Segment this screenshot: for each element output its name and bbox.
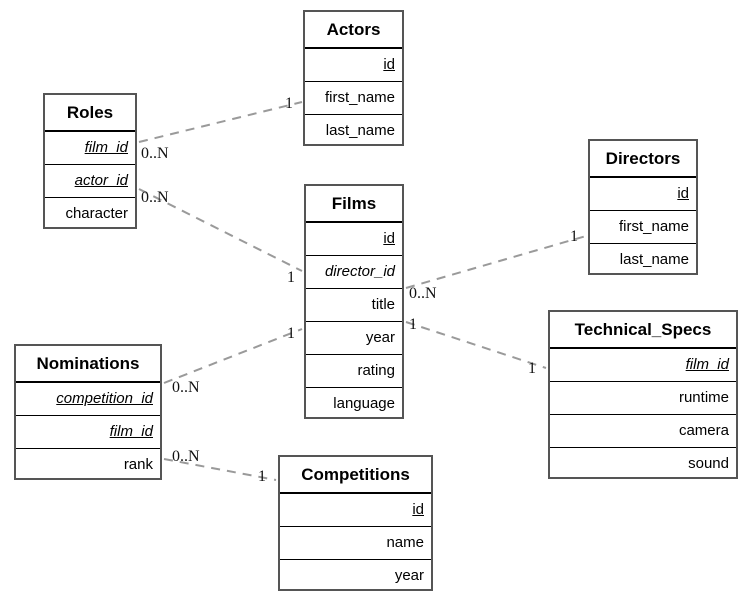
attribute-roles-film_id[interactable]: film_id xyxy=(45,132,135,165)
cardinality-nominations-competitions-to: 1 xyxy=(258,468,266,485)
attribute-films-rating[interactable]: rating xyxy=(306,355,402,388)
entity-title-roles: Roles xyxy=(45,95,135,132)
attribute-directors-last_name[interactable]: last_name xyxy=(619,251,689,268)
cardinality-nominations-competitions-from: 0..N xyxy=(172,448,200,465)
attribute-nominations-competition_id[interactable]: competition_id xyxy=(16,383,160,416)
entity-title-films: Films xyxy=(306,186,402,223)
entity-title-competitions: Competitions xyxy=(280,457,431,494)
attribute-technical_specs-sound[interactable]: sound xyxy=(688,455,729,472)
relationship-line-nominations-films xyxy=(163,328,303,384)
attribute-roles-character[interactable]: character xyxy=(65,205,128,222)
attribute-actors-last_name[interactable]: last_name xyxy=(325,122,395,139)
entity-title-directors: Directors xyxy=(590,141,696,178)
cardinality-films-directors-from: 0..N xyxy=(409,285,437,302)
cardinality-roles-actors-to: 1 xyxy=(285,95,293,112)
attribute-nominations-film_id[interactable]: film_id xyxy=(16,416,160,449)
relationship-line-films-directors xyxy=(405,235,587,289)
cardinality-roles-actors-from: 0..N xyxy=(141,145,169,162)
attribute-competitions-name[interactable]: name xyxy=(280,527,431,560)
attribute-actors-first_name[interactable]: first_name xyxy=(305,82,402,115)
cardinality-roles-films-to: 1 xyxy=(287,269,295,286)
entity-title-technical_specs: Technical_Specs xyxy=(550,312,736,349)
attribute-nominations-rank[interactable]: rank xyxy=(123,456,153,473)
entity-title-actors: Actors xyxy=(305,12,402,49)
attribute-technical_specs-runtime[interactable]: runtime xyxy=(550,382,736,415)
cardinality-roles-films-from: 0..N xyxy=(141,189,169,206)
cardinality-films-directors-to: 1 xyxy=(570,228,578,245)
cardinality-films-technical_specs-from: 1 xyxy=(409,316,417,333)
attribute-films-year[interactable]: year xyxy=(306,322,402,355)
attribute-competitions-id[interactable]: id xyxy=(280,494,431,527)
attribute-films-language[interactable]: language xyxy=(333,395,395,412)
attribute-roles-actor_id[interactable]: actor_id xyxy=(45,165,135,198)
attribute-technical_specs-camera[interactable]: camera xyxy=(550,415,736,448)
attribute-films-id[interactable]: id xyxy=(306,223,402,256)
cardinality-nominations-films-to: 1 xyxy=(287,325,295,342)
attribute-films-director_id[interactable]: director_id xyxy=(306,256,402,289)
relationship-line-roles-actors xyxy=(138,101,303,143)
attribute-competitions-year[interactable]: year xyxy=(394,567,424,584)
cardinality-films-technical_specs-to: 1 xyxy=(528,360,536,377)
attribute-films-title[interactable]: title xyxy=(306,289,402,322)
attribute-directors-id[interactable]: id xyxy=(590,178,696,211)
entity-title-nominations: Nominations xyxy=(16,346,160,383)
attribute-technical_specs-film_id[interactable]: film_id xyxy=(550,349,736,382)
attribute-directors-first_name[interactable]: first_name xyxy=(590,211,696,244)
relationship-line-films-technical_specs xyxy=(405,321,547,369)
attribute-actors-id[interactable]: id xyxy=(305,49,402,82)
cardinality-nominations-films-from: 0..N xyxy=(172,379,200,396)
